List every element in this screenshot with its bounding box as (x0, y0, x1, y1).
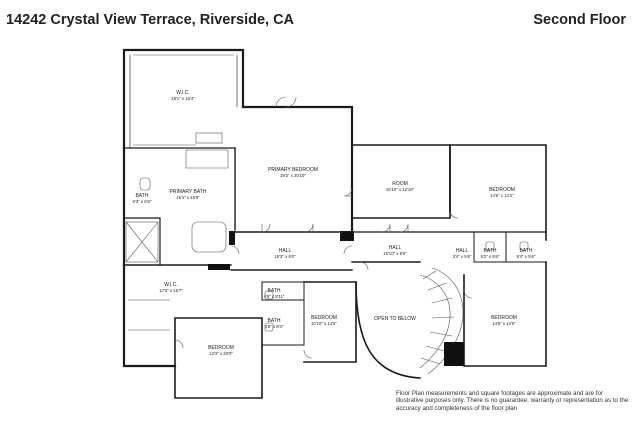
thin-lines (125, 54, 529, 375)
property-address: 14242 Crystal View Terrace, Riverside, C… (6, 12, 295, 28)
room-name-wic-left: W.I.C. (164, 282, 178, 288)
room-dims-primary-bath: 16'4" x 18'8" (176, 195, 200, 200)
room-name-hall-mid: HALL (389, 245, 402, 251)
room-name-room: ROOM (392, 181, 408, 187)
room-name-bedroom-sw: BEDROOM (208, 345, 234, 351)
room-dims-bedroom-se: 14'6" x 14'6" (492, 321, 516, 326)
room-name-open-below: OPEN TO BELOW (374, 316, 416, 322)
room-dims-wic-left: 17'3" x 15'7" (159, 288, 183, 293)
room-name-wic-top: W.I.C. (176, 90, 190, 96)
wall-blocks (208, 231, 464, 366)
room-dims-bath-c2: 4'8" x 8'3" (265, 324, 284, 329)
room-name-bedroom-se: BEDROOM (491, 315, 517, 321)
room-name-bath-left: BATH (136, 193, 149, 199)
room-dims-bedroom-ne: 14'6" x 14'2" (490, 193, 514, 198)
room-dims-bath-r1: 5'2" x 5'6" (481, 254, 500, 259)
room-name-primary-bath: PRIMARY BATH (170, 189, 207, 195)
walls (122, 48, 547, 399)
room-dims-hall-small: 3'4" x 5'6" (453, 254, 472, 259)
room-dims-hall-left: 19'2" x 6'0" (274, 254, 296, 259)
room-name-primary-bedroom: PRIMARY BEDROOM (268, 167, 318, 173)
room-name-bath-r2: BATH (520, 248, 533, 254)
room-dims-bedroom-sw: 13'3" x 20'0" (209, 351, 233, 356)
room-dims-wic-top: 18'1" x 16'4" (171, 96, 195, 101)
room-dims-hall-mid: 15'10" x 8'5" (383, 251, 407, 256)
room-name-bedroom-mid: BEDROOM (311, 315, 337, 321)
room-name-hall-small: HALL (456, 248, 469, 254)
room-labels: W.I.C. 18'1" x 16'4" PRIMARY BATH 16'4" … (133, 90, 536, 356)
room-name-bath-c2: BATH (268, 318, 281, 324)
room-dims-room: 15'10" x 12'10" (386, 187, 415, 192)
room-name-hall-left: HALL (279, 248, 292, 254)
room-name-bath-r1: BATH (484, 248, 497, 254)
floor-title: Second Floor (533, 12, 626, 28)
room-dims-primary-bedroom: 19'2" x 20'10" (280, 173, 306, 178)
room-name-bedroom-ne: BEDROOM (489, 187, 515, 193)
room-dims-bath-c1: 4'9" x 8'11" (264, 294, 285, 299)
disclaimer-text: Floor Plan measurements and square foota… (396, 389, 629, 413)
room-dims-bedroom-mid: 10'10" x 14'6" (311, 321, 337, 326)
room-dims-bath-left: 5'3" x 6'6" (133, 199, 152, 204)
room-name-bath-c1: BATH (268, 288, 281, 294)
room-dims-bath-r2: 5'4" x 5'6" (517, 254, 536, 259)
